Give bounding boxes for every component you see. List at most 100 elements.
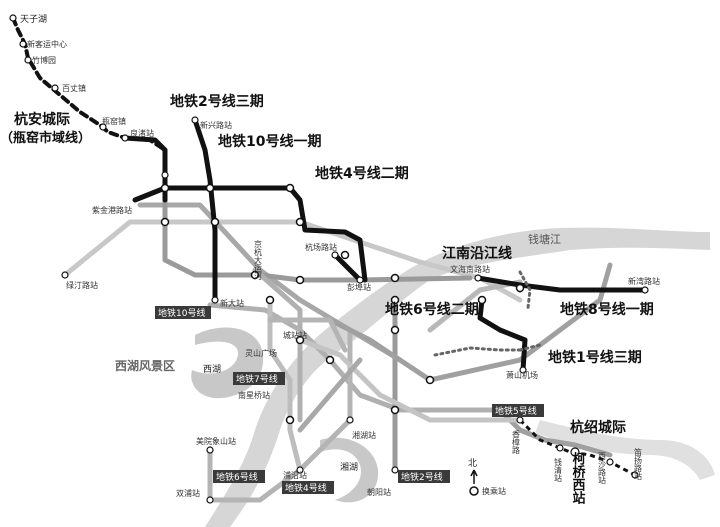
existing-line-m bbox=[252, 267, 303, 423]
hangshao-label: 杭绍城际 bbox=[570, 419, 626, 436]
station-dot[interactable] bbox=[161, 171, 169, 179]
jiangnan-coastal-line bbox=[475, 275, 648, 293]
station-label-bold: 柯桥西站 bbox=[570, 451, 586, 505]
line10-phase1 bbox=[192, 117, 218, 303]
station-label: 京杭大运河 bbox=[254, 239, 263, 280]
tag-line10: 地铁10号线 bbox=[158, 307, 205, 319]
interchange-icon[interactable] bbox=[425, 375, 435, 385]
interchange-icon[interactable] bbox=[390, 325, 400, 335]
station-dot[interactable] bbox=[391, 466, 399, 474]
station-label: 城站站 bbox=[283, 330, 307, 340]
station-label: 灵山广场 bbox=[245, 348, 277, 358]
station-label: 良渚站 bbox=[130, 128, 154, 138]
station-label: 新兴路站 bbox=[200, 120, 232, 130]
interchange-icon[interactable] bbox=[250, 270, 260, 280]
line1-phase3 bbox=[477, 297, 528, 373]
station-dot[interactable] bbox=[9, 14, 17, 22]
station-dot[interactable] bbox=[296, 466, 304, 474]
line-tags: 地铁10号线 地铁7号线 地铁5号线 地铁6号线 地铁4号线 地铁2号线 bbox=[155, 306, 544, 494]
legend: 北 换乘站 bbox=[468, 458, 506, 496]
station-label: 美院象山站 bbox=[196, 436, 236, 446]
station-label: 瓶窑镇 bbox=[102, 116, 126, 126]
line10-phase1-label: 地铁10号线一期 bbox=[218, 133, 321, 150]
existing-line-j bbox=[297, 337, 523, 423]
tag-bg bbox=[398, 470, 450, 483]
station-dot[interactable] bbox=[121, 134, 129, 142]
station-label: 香樟路 bbox=[512, 429, 521, 454]
tag-line5: 地铁5号线 bbox=[495, 405, 537, 417]
station-dot[interactable] bbox=[51, 84, 59, 92]
tag-bg bbox=[282, 481, 334, 494]
interchange-icon[interactable] bbox=[285, 415, 295, 425]
dotted-connector-1 bbox=[518, 270, 532, 310]
station-dot[interactable] bbox=[19, 40, 27, 48]
station-dot[interactable] bbox=[211, 296, 219, 304]
interchange-icon[interactable] bbox=[160, 183, 170, 193]
station-label: 钱清站 bbox=[554, 457, 563, 483]
station-dot[interactable] bbox=[606, 458, 614, 466]
station-dot[interactable] bbox=[99, 123, 107, 131]
station-label: 天子湖 bbox=[20, 14, 47, 25]
qiantang-label: 钱塘江 bbox=[528, 232, 561, 246]
line8-phase1-label: 地铁8号线一期 bbox=[560, 301, 654, 318]
station-label: 杭场路站 bbox=[305, 242, 337, 252]
station-dot[interactable] bbox=[61, 271, 69, 279]
dotted-connectors bbox=[433, 270, 542, 357]
interchange-icon[interactable] bbox=[390, 273, 400, 283]
line1-phase3-label: 地铁1号线三期 bbox=[548, 349, 642, 366]
station-dot[interactable] bbox=[516, 416, 524, 424]
interchange-icon[interactable] bbox=[210, 217, 220, 227]
vertical-station-labels: 京杭大运河 香樟路 钱清站 柯桥西站 西沙路站 笛扬路站 bbox=[254, 239, 643, 505]
station-dot[interactable] bbox=[331, 251, 339, 259]
tag-line2: 地铁2号线 bbox=[401, 471, 443, 483]
station-dot[interactable] bbox=[641, 286, 649, 294]
station-dot[interactable] bbox=[356, 276, 364, 284]
station-dot[interactable] bbox=[556, 444, 564, 452]
interchange-icon[interactable] bbox=[340, 250, 350, 260]
station-label: 文海南路站 bbox=[450, 264, 490, 274]
south-river bbox=[535, 420, 715, 480]
station-dot[interactable] bbox=[474, 274, 482, 282]
interchange-icon[interactable] bbox=[265, 295, 275, 305]
line4-phase2-label: 地铁4号线二期 bbox=[315, 165, 409, 182]
station-dot[interactable] bbox=[519, 366, 527, 374]
line-labels: 杭安城际 （瓶窑市域线） 地铁2号线三期 地铁10号线一期 地铁4号线二期 江南… bbox=[0, 93, 654, 436]
station-label: 笛扬路站 bbox=[634, 447, 643, 481]
interchange-icon[interactable] bbox=[295, 217, 305, 227]
interchange-icon[interactable] bbox=[515, 283, 525, 293]
interchange-icon[interactable] bbox=[390, 295, 400, 305]
tag-bg bbox=[233, 372, 285, 385]
interchange-icon[interactable] bbox=[295, 335, 305, 345]
line6-phase2-label: 地铁6号线二期 bbox=[385, 301, 479, 318]
xianghu-label: 湘湖 bbox=[340, 461, 358, 473]
station-dot[interactable] bbox=[24, 56, 32, 64]
existing-line-g bbox=[207, 327, 353, 503]
line4-phase2 bbox=[132, 185, 368, 283]
dotted-connector-3 bbox=[518, 343, 542, 352]
interchange-icon[interactable] bbox=[160, 217, 170, 227]
station-label: 新湾路站 bbox=[628, 276, 660, 286]
station-label: 竹博园 bbox=[32, 55, 56, 65]
west-lake-label: 西湖 bbox=[203, 364, 221, 375]
interchange-icon[interactable] bbox=[390, 405, 400, 415]
interchange-icon[interactable] bbox=[325, 355, 335, 365]
station-dot[interactable] bbox=[206, 496, 214, 504]
interchange-icon[interactable] bbox=[295, 275, 305, 285]
interchange-icon[interactable] bbox=[205, 183, 215, 193]
interchange-icon[interactable] bbox=[285, 183, 295, 193]
interchange-markers bbox=[160, 183, 525, 425]
station-dot[interactable] bbox=[206, 446, 214, 454]
tag-line6: 地铁6号线 bbox=[216, 471, 258, 483]
west-lake-shape bbox=[191, 327, 264, 399]
jiangnan-label: 江南沿江线 bbox=[442, 245, 512, 262]
interchange-icon[interactable] bbox=[477, 295, 487, 305]
north-label: 北 bbox=[468, 458, 477, 469]
hangan-sub-label: （瓶窑市域线） bbox=[0, 130, 91, 146]
station-dot[interactable] bbox=[191, 116, 199, 124]
xianghu-shape bbox=[320, 437, 379, 503]
station-dot[interactable] bbox=[631, 471, 639, 479]
existing-line-i bbox=[497, 407, 613, 458]
station-labels: 天子湖 新客运中心 竹博园 百丈镇 瓶窑镇 良渚站 新兴路站 紫金港路站 杭场路… bbox=[20, 14, 660, 498]
station-dot[interactable] bbox=[570, 447, 580, 457]
station-dot[interactable] bbox=[346, 416, 354, 424]
